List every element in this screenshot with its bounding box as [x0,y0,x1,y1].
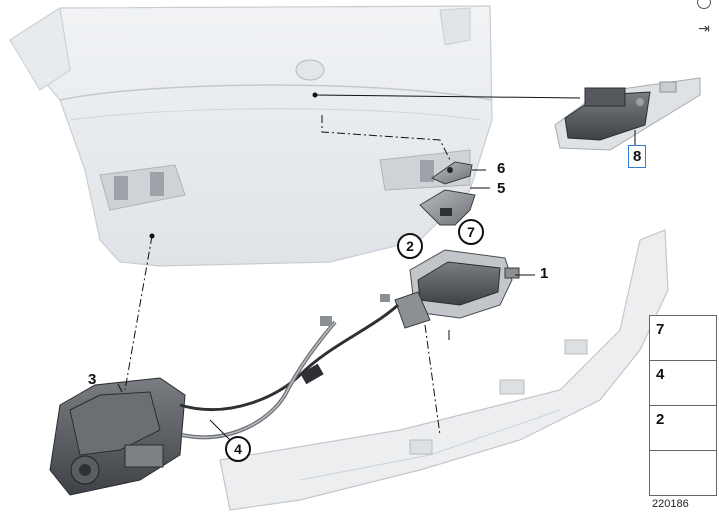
trunk-lid [9,5,493,267]
callout-part-7[interactable]: 7 [458,219,484,245]
fastener-legend: 7 4 2 [649,315,717,496]
refresh-icon [697,0,711,9]
legend-number: 4 [656,366,665,383]
part-8-switch [554,77,701,151]
part-6-bracket [430,161,473,185]
callout-part-6[interactable]: 6 [497,160,506,177]
refresh-button[interactable] [693,0,715,13]
callout-part-3[interactable]: 3 [88,371,97,388]
legend-item[interactable]: 4 [649,360,717,405]
legend-number: 7 [656,321,665,338]
legend-item [649,450,717,496]
callout-part-4[interactable]: 4 [225,436,251,462]
leader-lines [117,94,636,441]
legend-number: 2 [656,411,665,428]
part-3-drive-unit [49,377,186,496]
legend-item[interactable]: 7 [649,315,717,360]
part-1-lock [394,249,520,329]
legend-item[interactable]: 2 [649,405,717,450]
diagram-code: 220186 [652,498,689,510]
callout-part-5[interactable]: 5 [497,180,506,197]
arrow-to-end-icon: ⇥ [698,21,710,37]
arrow-to-end-button[interactable]: ⇥ [693,18,715,40]
bowden-cables [179,294,399,440]
callout-part-8[interactable]: 8 [628,145,647,168]
callout-part-1[interactable]: 1 [540,265,549,282]
callout-part-2[interactable]: 2 [397,233,423,259]
part-5-bracket [419,189,476,226]
